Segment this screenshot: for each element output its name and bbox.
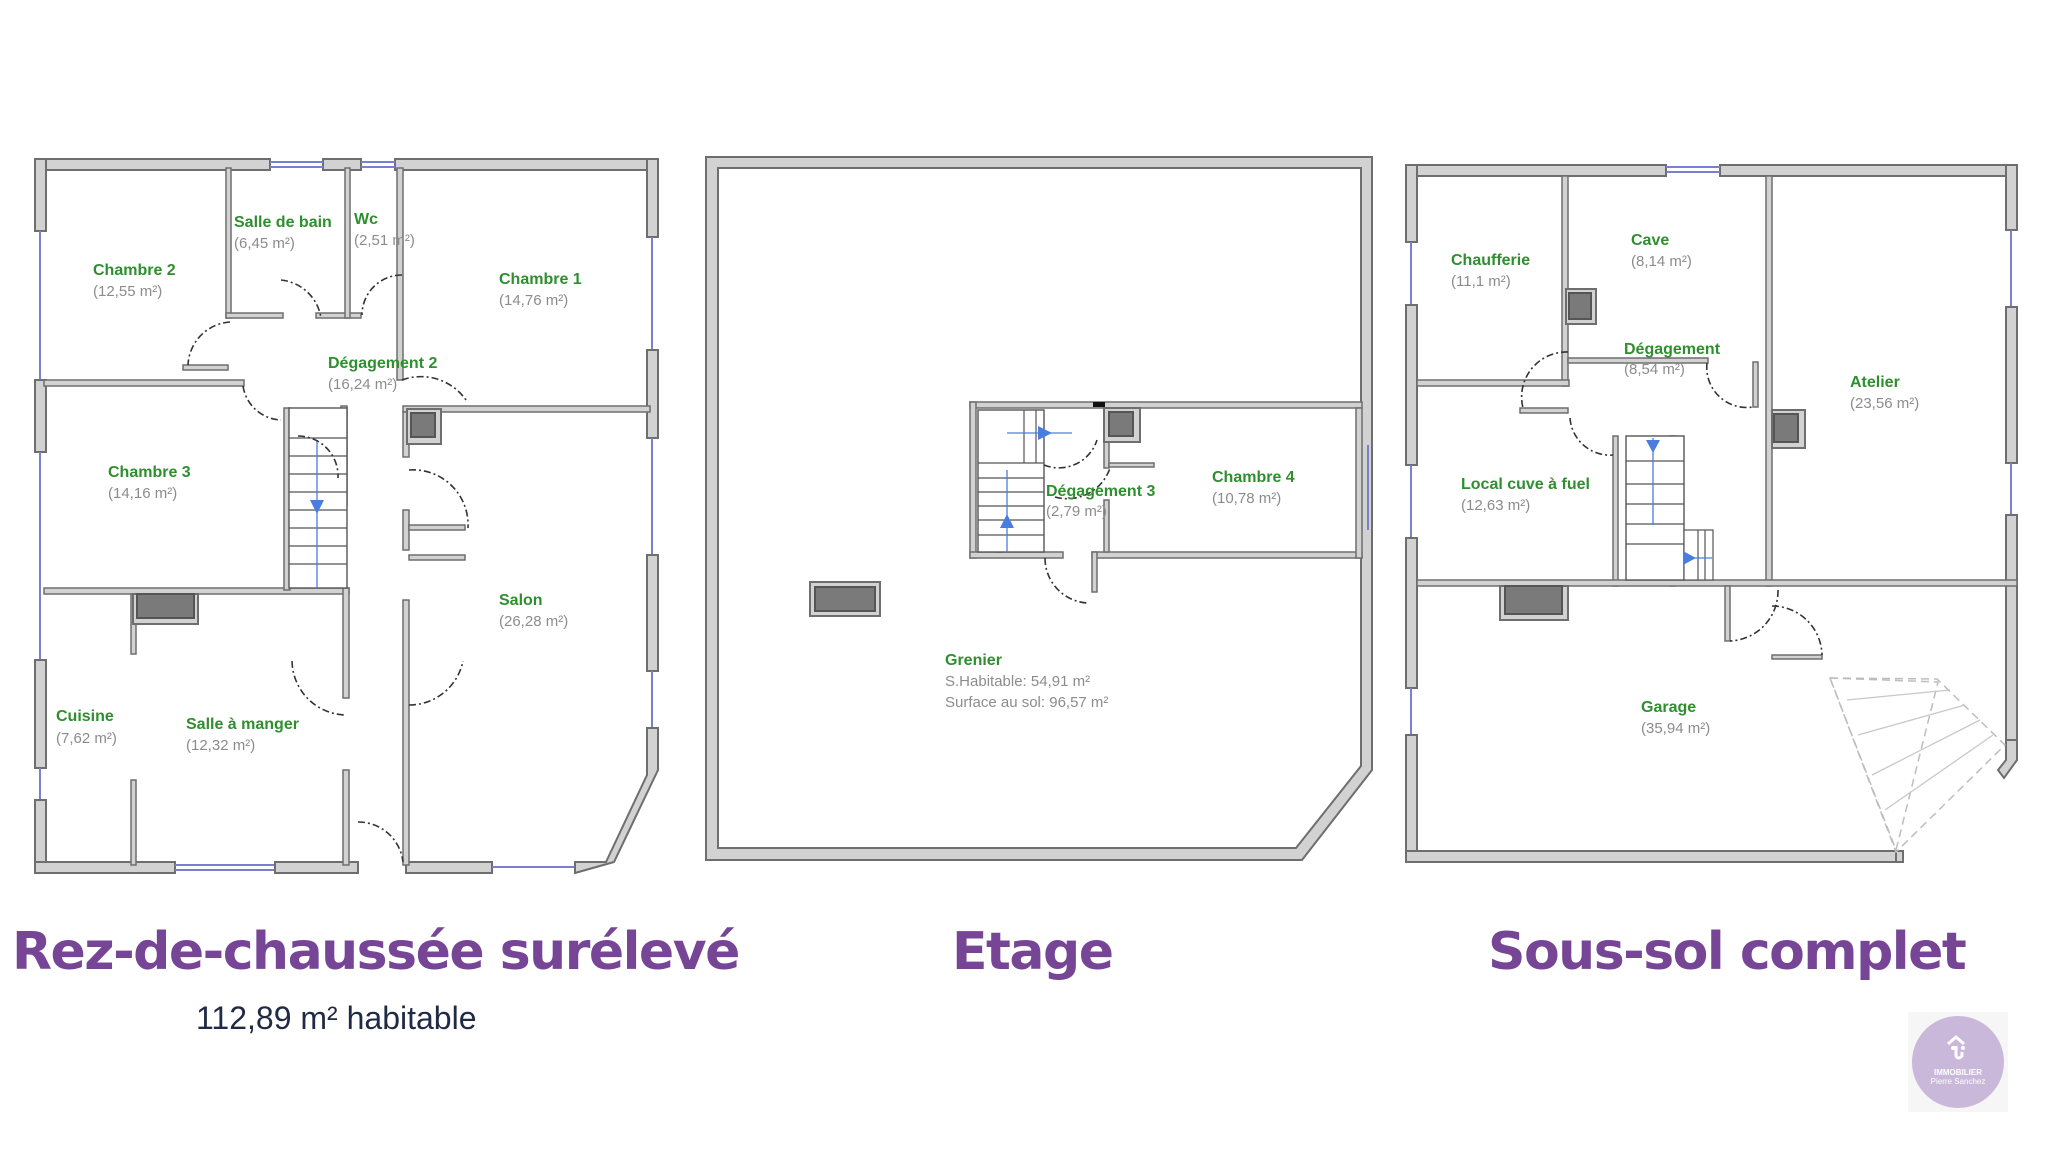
room-area: (16,24 m²) bbox=[328, 376, 397, 393]
room-name: Cave bbox=[1631, 232, 1669, 249]
room-area: (7,62 m²) bbox=[56, 730, 117, 747]
room-area: (8,54 m²) bbox=[1624, 361, 1685, 378]
floor-subtitle-habitable: 112,89 m² habitable bbox=[196, 1000, 477, 1036]
logo-owner: Pierre Sanchez bbox=[1930, 1077, 1986, 1086]
plan-rez-de-chaussee bbox=[34, 158, 659, 875]
room-labels: Chambre 2 (12,55 m²) Salle de bain (6,45… bbox=[56, 211, 1919, 754]
room-name: Salon bbox=[499, 592, 543, 609]
room-area: (35,94 m²) bbox=[1641, 720, 1710, 737]
room-area: (2,51 m²) bbox=[354, 232, 415, 249]
room-name: Salle de bain bbox=[234, 214, 332, 231]
room-area: (12,63 m²) bbox=[1461, 497, 1530, 514]
stair-right-arrow-icon bbox=[1683, 551, 1696, 565]
room-area: (14,16 m²) bbox=[108, 485, 177, 502]
room-area: S.Habitable: 54,91 m² bbox=[945, 673, 1090, 690]
room-name: Wc bbox=[354, 211, 378, 228]
room-area: (23,56 m²) bbox=[1850, 395, 1919, 412]
room-area: (12,55 m²) bbox=[93, 283, 162, 300]
floor-title-etage: Etage bbox=[952, 922, 1114, 982]
room-name: Chambre 1 bbox=[499, 271, 582, 288]
floor-title-rez-de-chaussee: Rez-de-chaussée surélevé bbox=[12, 922, 740, 982]
plan-etage bbox=[705, 156, 1373, 861]
room-area: (14,76 m²) bbox=[499, 292, 568, 309]
room-name: Chambre 3 bbox=[108, 464, 191, 481]
room-area: (11,1 m²) bbox=[1451, 273, 1511, 290]
room-name: Garage bbox=[1641, 699, 1696, 716]
room-area: (10,78 m²) bbox=[1212, 490, 1281, 507]
room-name: Local cuve à fuel bbox=[1461, 476, 1590, 493]
room-name: Salle à manger bbox=[186, 716, 299, 733]
room-area: (8,14 m²) bbox=[1631, 253, 1692, 270]
room-area: (12,32 m²) bbox=[186, 737, 255, 754]
room-name: Dégagement 2 bbox=[328, 355, 437, 372]
room-name: Chambre 2 bbox=[93, 262, 176, 279]
room-name: Dégagement bbox=[1624, 341, 1721, 358]
room-area-secondary: Surface au sol: 96,57 m² bbox=[945, 694, 1108, 711]
plan-sous-sol bbox=[1405, 164, 2018, 863]
room-name: Cuisine bbox=[56, 708, 114, 725]
floor-title-sous-sol: Sous-sol complet bbox=[1488, 922, 1967, 982]
stair-down-arrow-icon bbox=[310, 500, 324, 514]
stair-right-arrow-icon bbox=[1038, 426, 1052, 440]
room-name: Atelier bbox=[1850, 374, 1900, 391]
room-name: Chambre 4 bbox=[1212, 469, 1295, 486]
logo-badge: IMMOBILIER Pierre Sanchez bbox=[1912, 1016, 2004, 1108]
stair-down-arrow-icon bbox=[1646, 440, 1660, 453]
room-name: Grenier bbox=[945, 652, 1002, 669]
logo-brand: IMMOBILIER bbox=[1934, 1068, 1982, 1077]
room-name: Chaufferie bbox=[1451, 252, 1530, 269]
room-name: Dégagement 3 bbox=[1046, 483, 1155, 500]
room-area: (6,45 m²) bbox=[234, 235, 295, 252]
room-area: (2,79 m²) bbox=[1046, 503, 1107, 520]
house-smile-icon bbox=[1947, 1035, 1965, 1060]
agency-logo: IMMOBILIER Pierre Sanchez bbox=[1908, 1012, 2008, 1112]
room-area: (26,28 m²) bbox=[499, 613, 568, 630]
stair-up-arrow-icon bbox=[1000, 514, 1014, 528]
